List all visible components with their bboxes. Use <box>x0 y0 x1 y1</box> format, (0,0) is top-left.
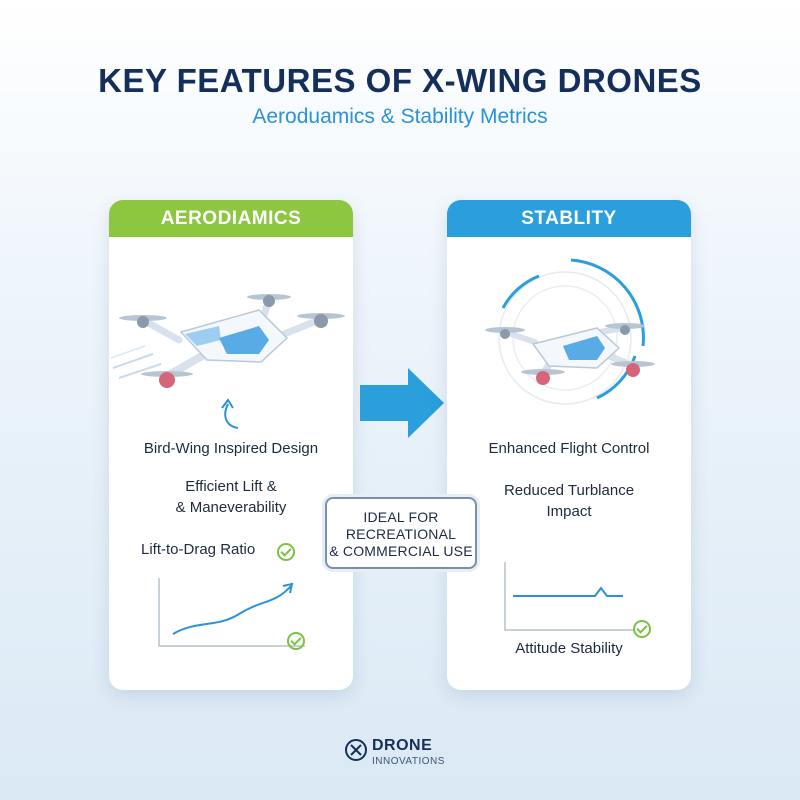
enhanced-flight-control-label: Enhanced Flight Control <box>488 440 650 457</box>
curved-arrow-icon <box>221 398 239 429</box>
reduced-turbulence-label-line-1: Reduced Turblance <box>503 482 635 499</box>
page-title: KEY FEATURES OF X-WING DRONES <box>98 62 702 99</box>
lift-to-drag-label: Lift-to-Drag Ratio <box>141 541 256 558</box>
check-icon <box>633 620 651 638</box>
attitude-stability-chart <box>504 562 633 631</box>
reduced-turbulence-label-line-2: Impact <box>546 503 592 520</box>
x-logo-icon <box>345 739 367 761</box>
lift-to-drag-chart <box>158 578 305 647</box>
check-icon <box>277 543 295 561</box>
efficient-lift-label-line-1: Efficient Lift & <box>185 478 277 495</box>
callout-line-3: & COMMERCIAL USE <box>329 543 473 559</box>
right-arrow-icon <box>360 368 444 438</box>
use-case-callout: IDEAL FOR RECREATIONAL & COMMERCIAL USE <box>325 497 477 569</box>
callout-line-1: IDEAL FOR <box>363 509 439 525</box>
check-icon <box>287 632 305 650</box>
brand-name: DRONE <box>372 737 433 754</box>
aerodynamics-card-header: AERODIAMICS <box>109 200 353 237</box>
drone-illustration-right <box>485 258 655 405</box>
aerodynamics-card: AERODIAMICS Bird-Wing Inspired Design <box>109 200 353 690</box>
stability-card: STABLITY Enhanced Flight Control Reduced… <box>447 200 691 690</box>
rotor <box>119 294 345 388</box>
callout-line-2: RECREATIONAL <box>345 526 457 542</box>
stability-card-header: STABLITY <box>447 200 691 237</box>
brand-subtitle: INNOVATIONS <box>372 756 445 767</box>
attitude-stability-label: Attitude Stability <box>515 640 623 657</box>
bird-wing-design-label: Bird-Wing Inspired Design <box>143 440 319 457</box>
efficient-lift-label-line-2: & Maneverability <box>175 499 287 516</box>
drone-illustration-left <box>110 294 345 388</box>
page-subtitle: Aeroduamics & Stability Metrics <box>252 105 548 128</box>
